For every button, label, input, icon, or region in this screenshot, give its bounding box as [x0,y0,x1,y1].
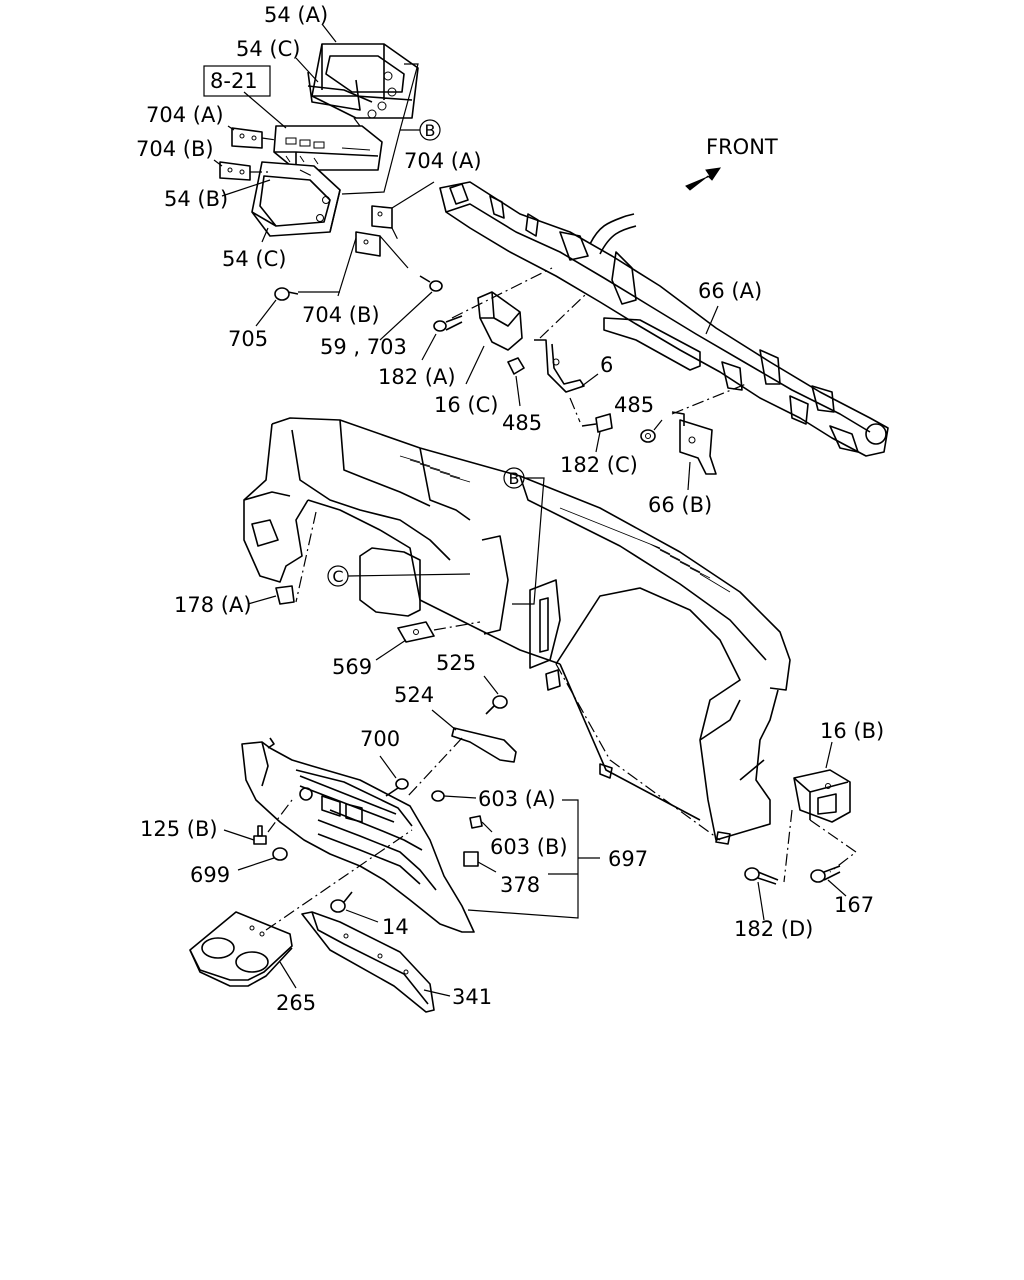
label-125b: 125 (B) [140,817,218,841]
label-704a-left: 704 (A) [146,103,224,127]
bracket-16c [477,291,523,351]
label-54c-top: 54 (C) [236,37,300,61]
lower-panel-697 [241,737,475,933]
front-arrow [685,167,722,191]
reference-b-mid-letter: B [509,469,520,488]
label-699: 699 [190,863,230,887]
clip-178a [275,585,295,605]
bracket-54b [251,161,341,237]
bracket-16b [793,769,851,823]
trim-524 [451,727,517,763]
label-485-right: 485 [614,393,654,417]
nut-603a [431,790,445,802]
nut-485-right [640,429,656,443]
radio-unit [273,125,383,171]
bracket-54c-top [307,71,373,111]
label-705: 705 [228,327,268,351]
screw-699 [272,847,288,861]
clip-485-left [507,357,525,375]
fastener-125b [253,825,267,845]
glovebox-lid-341 [301,911,435,1013]
radio-bracket-group [213,23,420,243]
label-178a: 178 (A) [174,593,252,617]
label-378 [463,851,479,867]
fastener-525 [485,695,508,715]
label-704b-left: 704 (B) [136,137,214,161]
screw-14 [330,891,353,913]
bracket-704b-mid [355,231,381,257]
label-524: 524 [394,683,434,707]
label-485-left: 485 [502,411,542,435]
label-603a: 603 (A) [478,787,556,811]
part-labels: 54 (A) 54 (C) 8-21 704 (A) 704 (B) 54 (B… [136,3,884,1015]
label-front: FRONT [706,135,778,159]
label-569: 569 [332,655,372,679]
label-54b: 54 (B) [164,187,228,211]
reference-b-top-letter: B [425,121,436,140]
label-54c-bottom: 54 (C) [222,247,286,271]
bolt-182d [744,867,779,885]
label-16c: 16 (C) [434,393,498,417]
cupholder-265 [189,911,293,987]
label-697: 697 [608,847,648,871]
screw-705 [274,287,299,301]
reference-c-letter: C [332,567,343,586]
label-704a-mid: 704 (A) [404,149,482,173]
label-603b: 603 (B) [490,835,568,859]
label-700: 700 [360,727,400,751]
label-59-703: 59 , 703 [320,335,407,359]
bracket-704b-left [219,161,251,181]
bolt-167 [810,865,841,883]
label-378: 378 [500,873,540,897]
label-8-21: 8-21 [210,69,258,93]
label-704b-mid: 704 (B) [302,303,380,327]
label-341: 341 [452,985,492,1009]
wire-bracket-6 [534,339,585,393]
bracket-704a-mid [371,205,393,229]
label-182a: 182 (A) [378,365,456,389]
label-525: 525 [436,651,476,675]
bolt-182c [581,413,613,433]
label-14: 14 [382,915,409,939]
label-167: 167 [834,893,874,917]
reference-box [203,65,271,97]
instrument-panel [243,417,791,845]
label-54a: 54 (A) [264,3,328,27]
label-6: 6 [600,353,613,377]
screw-700 [385,778,409,797]
bracket-704a-left [231,127,263,149]
label-182c: 182 (C) [560,453,638,477]
bolt-182a [433,315,463,332]
label-265: 265 [276,991,316,1015]
plate-569 [397,621,435,643]
reference-b-mid: B [503,467,525,489]
reference-c: C [327,565,349,587]
clip-603b [469,815,483,829]
bracket-54a [311,43,419,119]
label-66b: 66 (B) [648,493,712,517]
screw-59-703 [419,275,443,292]
bracket-66b [671,411,717,475]
cross-beam-66a [439,181,889,457]
label-66a: 66 (A) [698,279,762,303]
label-16b: 16 (B) [820,719,884,743]
reference-b-top: B [419,119,441,141]
label-182d: 182 (D) [734,917,813,941]
